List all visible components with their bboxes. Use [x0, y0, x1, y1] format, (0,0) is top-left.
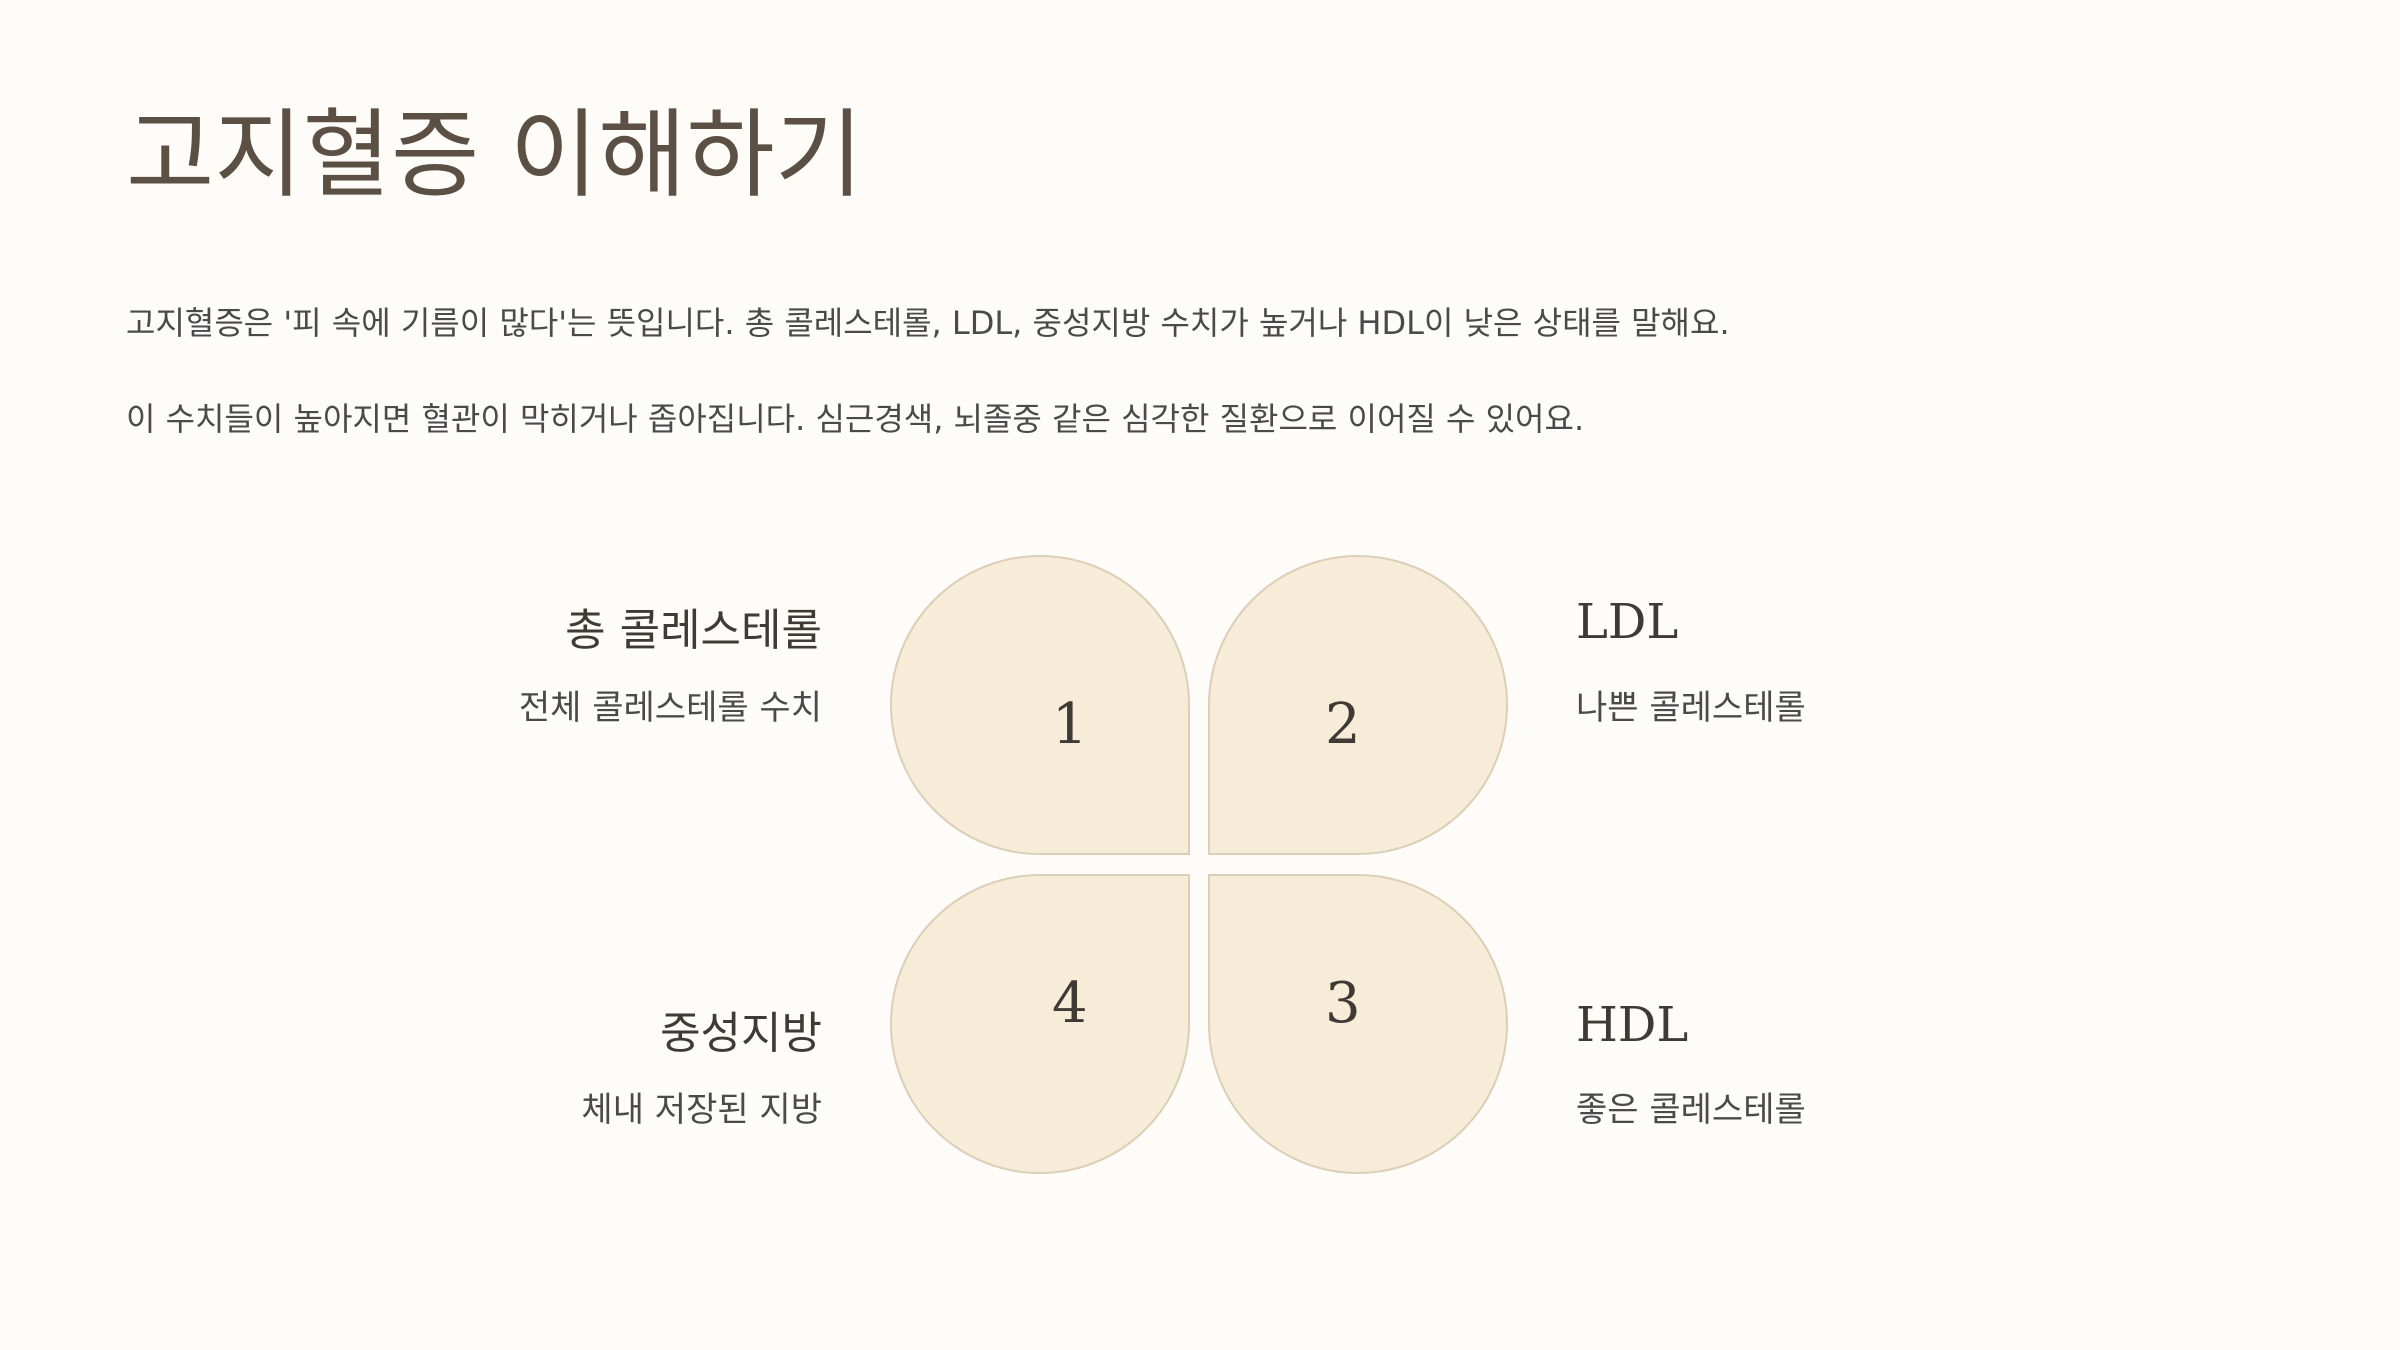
label-total-cholesterol-subtitle: 전체 콜레스테롤 수치 — [518, 688, 822, 728]
petal-3: 3 — [1208, 874, 1508, 1174]
petal-2: 2 — [1208, 555, 1508, 855]
page-title: 고지혈증 이해하기 — [126, 99, 864, 211]
label-triglycerides-title: 중성지방 — [660, 1008, 822, 1059]
label-ldl-subtitle: 나쁜 콜레스테롤 — [1576, 688, 1806, 728]
risk-paragraph: 이 수치들이 높아지면 혈관이 막히거나 좁아집니다. 심근경색, 뇌졸중 같은… — [126, 400, 1585, 438]
label-hdl-subtitle: 좋은 콜레스테롤 — [1576, 1090, 1806, 1130]
label-total-cholesterol-title: 총 콜레스테롤 — [565, 605, 822, 656]
intro-paragraph: 고지혈증은 '피 속에 기름이 많다'는 뜻입니다. 총 콜레스테롤, LDL,… — [126, 304, 1730, 342]
petal-number-4: 4 — [1052, 971, 1088, 1036]
petal-1: 1 — [890, 555, 1190, 855]
petal-number-2: 2 — [1325, 692, 1361, 757]
petal-number-3: 3 — [1325, 971, 1361, 1036]
label-triglycerides-subtitle: 체내 저장된 지방 — [581, 1090, 822, 1130]
label-ldl-title: LDL — [1576, 594, 1679, 650]
petal-number-1: 1 — [1052, 692, 1088, 757]
petal-4: 4 — [890, 874, 1190, 1174]
label-hdl-title: HDL — [1576, 997, 1689, 1053]
